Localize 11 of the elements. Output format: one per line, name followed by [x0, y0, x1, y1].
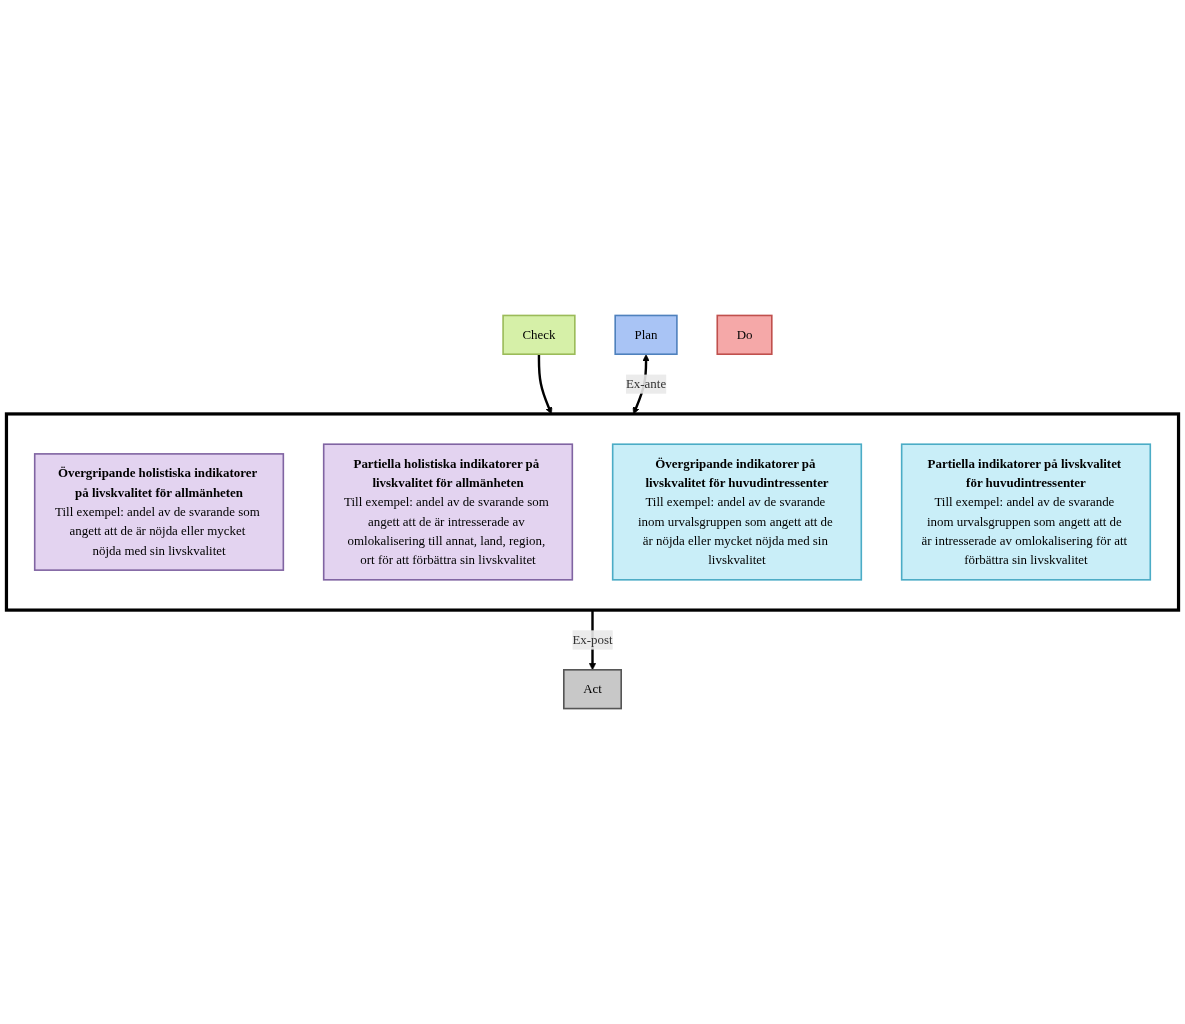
node-box: Övergripande holistiska indikatorer på livskvalitet för allmänheten Till exempel: andel av de svarande som angett att de är nöjda eller mycket nöjda med sin livskvalitet: [33, 453, 285, 571]
node-box: Partiella holistiska indikatorer på livskvalitet för allmänheten Till exempel: andel av de svarande som angett att de är intresserade av omlokalisering till annat, land, region, ort för att förbättra sin livskvalitet: [322, 443, 574, 581]
cluster: [4, 412, 1181, 612]
node-box: Do: [716, 314, 773, 355]
node-box: Act: [563, 669, 622, 710]
edge-label: Ex-ante: [625, 376, 667, 391]
node-box: Övergripande indikatorer på livskvalitet för huvudintressenter Till exempel: andel av de svarande inom urvalsgruppen som angett att de är nöjda eller mycket nöjda med sin livskvalitet: [611, 443, 863, 581]
node-box: Partiella indikatorer på livskvalitet för huvudintressenter Till exempel: andel av de svarande inom urvalsgruppen som angett att de är intresserade av omlokalisering för att förbättra sin livskvalitet: [900, 443, 1152, 581]
node-box: Plan: [614, 314, 678, 355]
edge-label: Ex-post: [572, 632, 613, 647]
node-box: Check: [502, 314, 576, 355]
